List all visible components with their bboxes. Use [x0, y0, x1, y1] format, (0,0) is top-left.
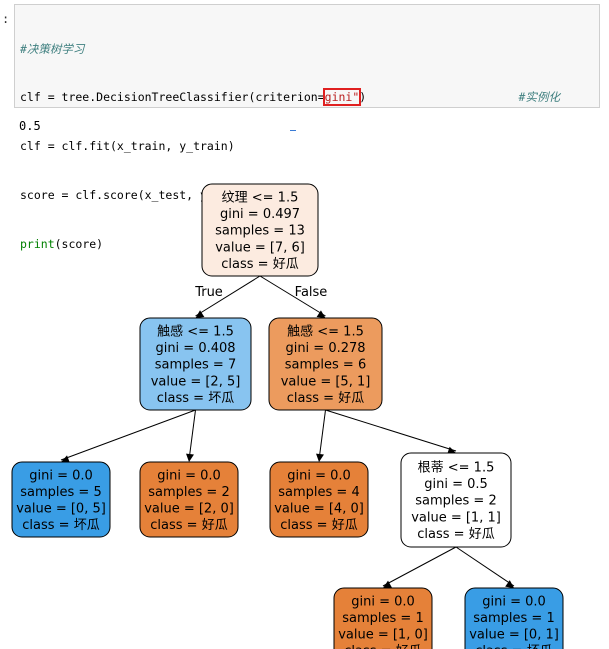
- node-line: class = 坏瓜: [22, 518, 99, 533]
- edge-line: [195, 275, 261, 317]
- node-line: value = [0, 5]: [16, 502, 106, 517]
- node-line: gini = 0.5: [424, 477, 488, 492]
- arrowhead-icon: [316, 310, 326, 318]
- edge-line: [455, 546, 515, 587]
- edge-line: [325, 409, 457, 452]
- code-line-5: print(score): [20, 236, 560, 252]
- node-line: class = 坏瓜: [157, 391, 234, 406]
- node-line: samples = 13: [215, 224, 305, 239]
- edge-label-false: False: [295, 285, 328, 300]
- cell-output: 0.5: [19, 119, 41, 133]
- node-line: gini = 0.0: [29, 468, 93, 483]
- node-line: gini = 0.408: [155, 341, 235, 356]
- node-line: value = [5, 1]: [281, 374, 371, 389]
- node-box: [333, 587, 433, 649]
- tree-edge: True: [194, 275, 261, 318]
- arrowhead-icon: [186, 453, 194, 462]
- node-line: value = [1, 1]: [411, 510, 501, 525]
- node-line: value = [4, 0]: [274, 502, 364, 517]
- tree-node-rrr: gini = 0.0 samples = 1 value = [0, 1]class…: [464, 587, 564, 649]
- code-line-2: clf = tree.DecisionTreeClassifier(criter…: [20, 88, 560, 107]
- node-box: [11, 461, 111, 538]
- node-line: 触感 <= 1.5: [157, 324, 234, 340]
- node-line: value = [2, 0]: [144, 502, 234, 517]
- node-line: samples = 7: [155, 358, 236, 373]
- node-line: value = [0, 1]: [469, 628, 559, 643]
- cell-prompt: :: [2, 12, 10, 26]
- tree-node-lr: gini = 0.0 samples = 2 value = [2, 0]class…: [139, 461, 239, 538]
- edge-label-true: True: [194, 285, 223, 300]
- arrowhead-icon: [505, 580, 514, 588]
- node-line: 根蒂 <= 1.5: [418, 461, 495, 476]
- node-box: [201, 183, 319, 277]
- edge-line: [259, 275, 326, 317]
- node-line: samples = 2: [148, 485, 229, 500]
- print-builtin: print: [20, 237, 55, 252]
- tree-edge: [186, 409, 196, 462]
- arrowhead-icon: [316, 453, 324, 462]
- node-line: value = [1, 0]: [338, 628, 428, 643]
- tree-edge: [455, 546, 515, 588]
- node-line: gini = 0.0: [351, 594, 415, 609]
- node-line: samples = 4: [278, 485, 359, 500]
- edge-line: [188, 409, 196, 461]
- node-box: [400, 452, 512, 548]
- node-line: value = [2, 5]: [151, 374, 241, 389]
- node-line: class = 好瓜: [344, 644, 421, 649]
- node-line: class = 坏瓜: [475, 644, 552, 649]
- node-line: class = 好瓜: [280, 518, 357, 533]
- tree-edge: False: [259, 275, 328, 318]
- code-line-2-pre: clf = tree.DecisionTreeClassifier(criter…: [20, 90, 325, 105]
- node-box: [139, 461, 239, 538]
- node-line: class = 好瓜: [417, 527, 494, 542]
- comment-instantiate: #实例化: [518, 90, 560, 105]
- node-line: gini = 0.0: [157, 468, 221, 483]
- code-line-2-post: ): [359, 90, 367, 105]
- node-line: samples = 5: [20, 485, 101, 500]
- code-line-1: #决策树学习: [20, 41, 560, 57]
- edge-line: [382, 546, 457, 587]
- comment-title: #决策树学习: [20, 41, 85, 56]
- node-box: [269, 461, 369, 538]
- node-line: gini = 0.278: [285, 341, 365, 356]
- node-line: 纹理 <= 1.5: [222, 191, 299, 206]
- node-line: class = 好瓜: [221, 257, 298, 272]
- tree-node-rl: gini = 0.0 samples = 4 value = [4, 0]class…: [269, 461, 369, 538]
- node-box: [268, 317, 383, 411]
- arrowhead-icon: [383, 580, 392, 588]
- edge-line: [60, 409, 196, 461]
- node-box: [139, 317, 252, 411]
- node-box: [464, 587, 564, 649]
- node-line: samples = 2: [415, 494, 496, 509]
- node-line: samples = 6: [285, 358, 366, 373]
- node-line: class = 好瓜: [287, 391, 364, 406]
- code-line-3: clf = clf.fit(x_train, y_train): [20, 139, 235, 154]
- cursor-mark: [290, 130, 296, 131]
- edge-line: [318, 409, 326, 461]
- node-line: 触感 <= 1.5: [287, 324, 364, 340]
- node-line: samples = 1: [342, 611, 423, 626]
- node-line: class = 好瓜: [150, 518, 227, 533]
- criterion-string-highlight: gini": [322, 88, 362, 107]
- node-line: gini = 0.0: [482, 594, 546, 609]
- node-line: samples = 1: [473, 611, 554, 626]
- arrowhead-icon: [447, 446, 456, 455]
- tree-edge: [325, 409, 457, 455]
- node-line: value = [7, 6]: [215, 240, 305, 255]
- node-line: gini = 0.0: [287, 468, 351, 483]
- tree-node-rrl: gini = 0.0 samples = 1 value = [1, 0]class…: [333, 587, 433, 649]
- print-args: (score): [54, 237, 104, 252]
- tree-edge: [382, 546, 457, 588]
- tree-node-ll: gini = 0.0 samples = 5 value = [0, 5]class…: [11, 461, 111, 538]
- tree-edge: [316, 409, 326, 462]
- node-line: gini = 0.497: [220, 207, 300, 222]
- tree-edge: [60, 409, 196, 463]
- arrowhead-icon: [195, 310, 205, 318]
- arrowhead-icon: [61, 455, 70, 463]
